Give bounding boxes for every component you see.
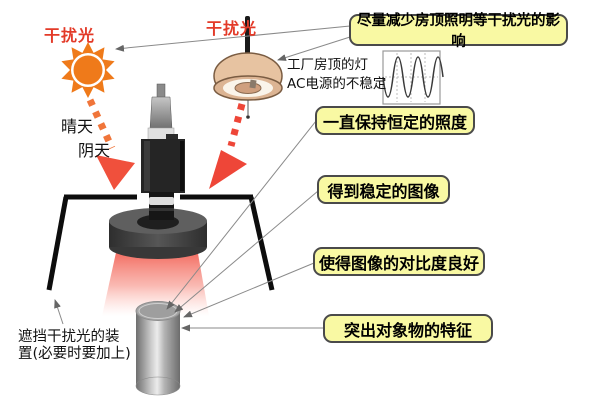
sun-interference-label: 干扰光: [44, 26, 96, 45]
leader-shade-device: [54, 299, 64, 325]
shade-device-label: 遮挡干扰光的装 置(必要时要加上): [18, 329, 131, 363]
leader-lines: [54, 25, 351, 332]
callout-reduce-interference: 尽量减少房顶照明等干扰光的影响: [349, 13, 568, 50]
leader-reduce-to-lamp: [277, 36, 351, 61]
ring-light-icon: [109, 208, 207, 259]
waveform-chart: [382, 50, 444, 105]
leader-constant: [166, 120, 317, 310]
light-cone: [102, 248, 209, 316]
factory-lamp-label-line1: 工厂房顶的灯: [287, 57, 368, 73]
leader-reduce-to-sun: [115, 25, 351, 52]
shade-frame: [46, 194, 275, 291]
callout-stable-image: 得到稳定的图像: [317, 175, 450, 204]
sunny-label: 晴天: [61, 117, 94, 136]
leader-contrast: [183, 262, 315, 318]
leader-stable: [174, 190, 319, 313]
shade-device-label-line1: 遮挡干扰光的装: [18, 329, 120, 345]
sun-interference-arrow: [86, 98, 135, 190]
factory-lamp-label: 工厂房顶的灯 AC电源的不稳定: [287, 56, 386, 94]
cloudy-label: 阴天: [78, 141, 111, 160]
factory-lamp-label-line2: AC电源的不稳定: [287, 76, 387, 92]
lamp-interference-arrow: [209, 103, 247, 189]
cylinder-object: [135, 301, 181, 396]
callout-constant-illumination: 一直保持恒定的照度: [315, 106, 475, 135]
camera-icon: [141, 83, 185, 220]
ceiling-lamp-icon: [213, 16, 283, 119]
callout-good-contrast: 使得图像的对比度良好: [313, 247, 485, 276]
lamp-interference-label: 干扰光: [206, 19, 258, 38]
sun-icon: [61, 42, 115, 98]
callout-highlight-features: 突出对象物的特征: [323, 314, 493, 343]
shade-device-label-line2: 置(必要时要加上): [18, 346, 131, 362]
